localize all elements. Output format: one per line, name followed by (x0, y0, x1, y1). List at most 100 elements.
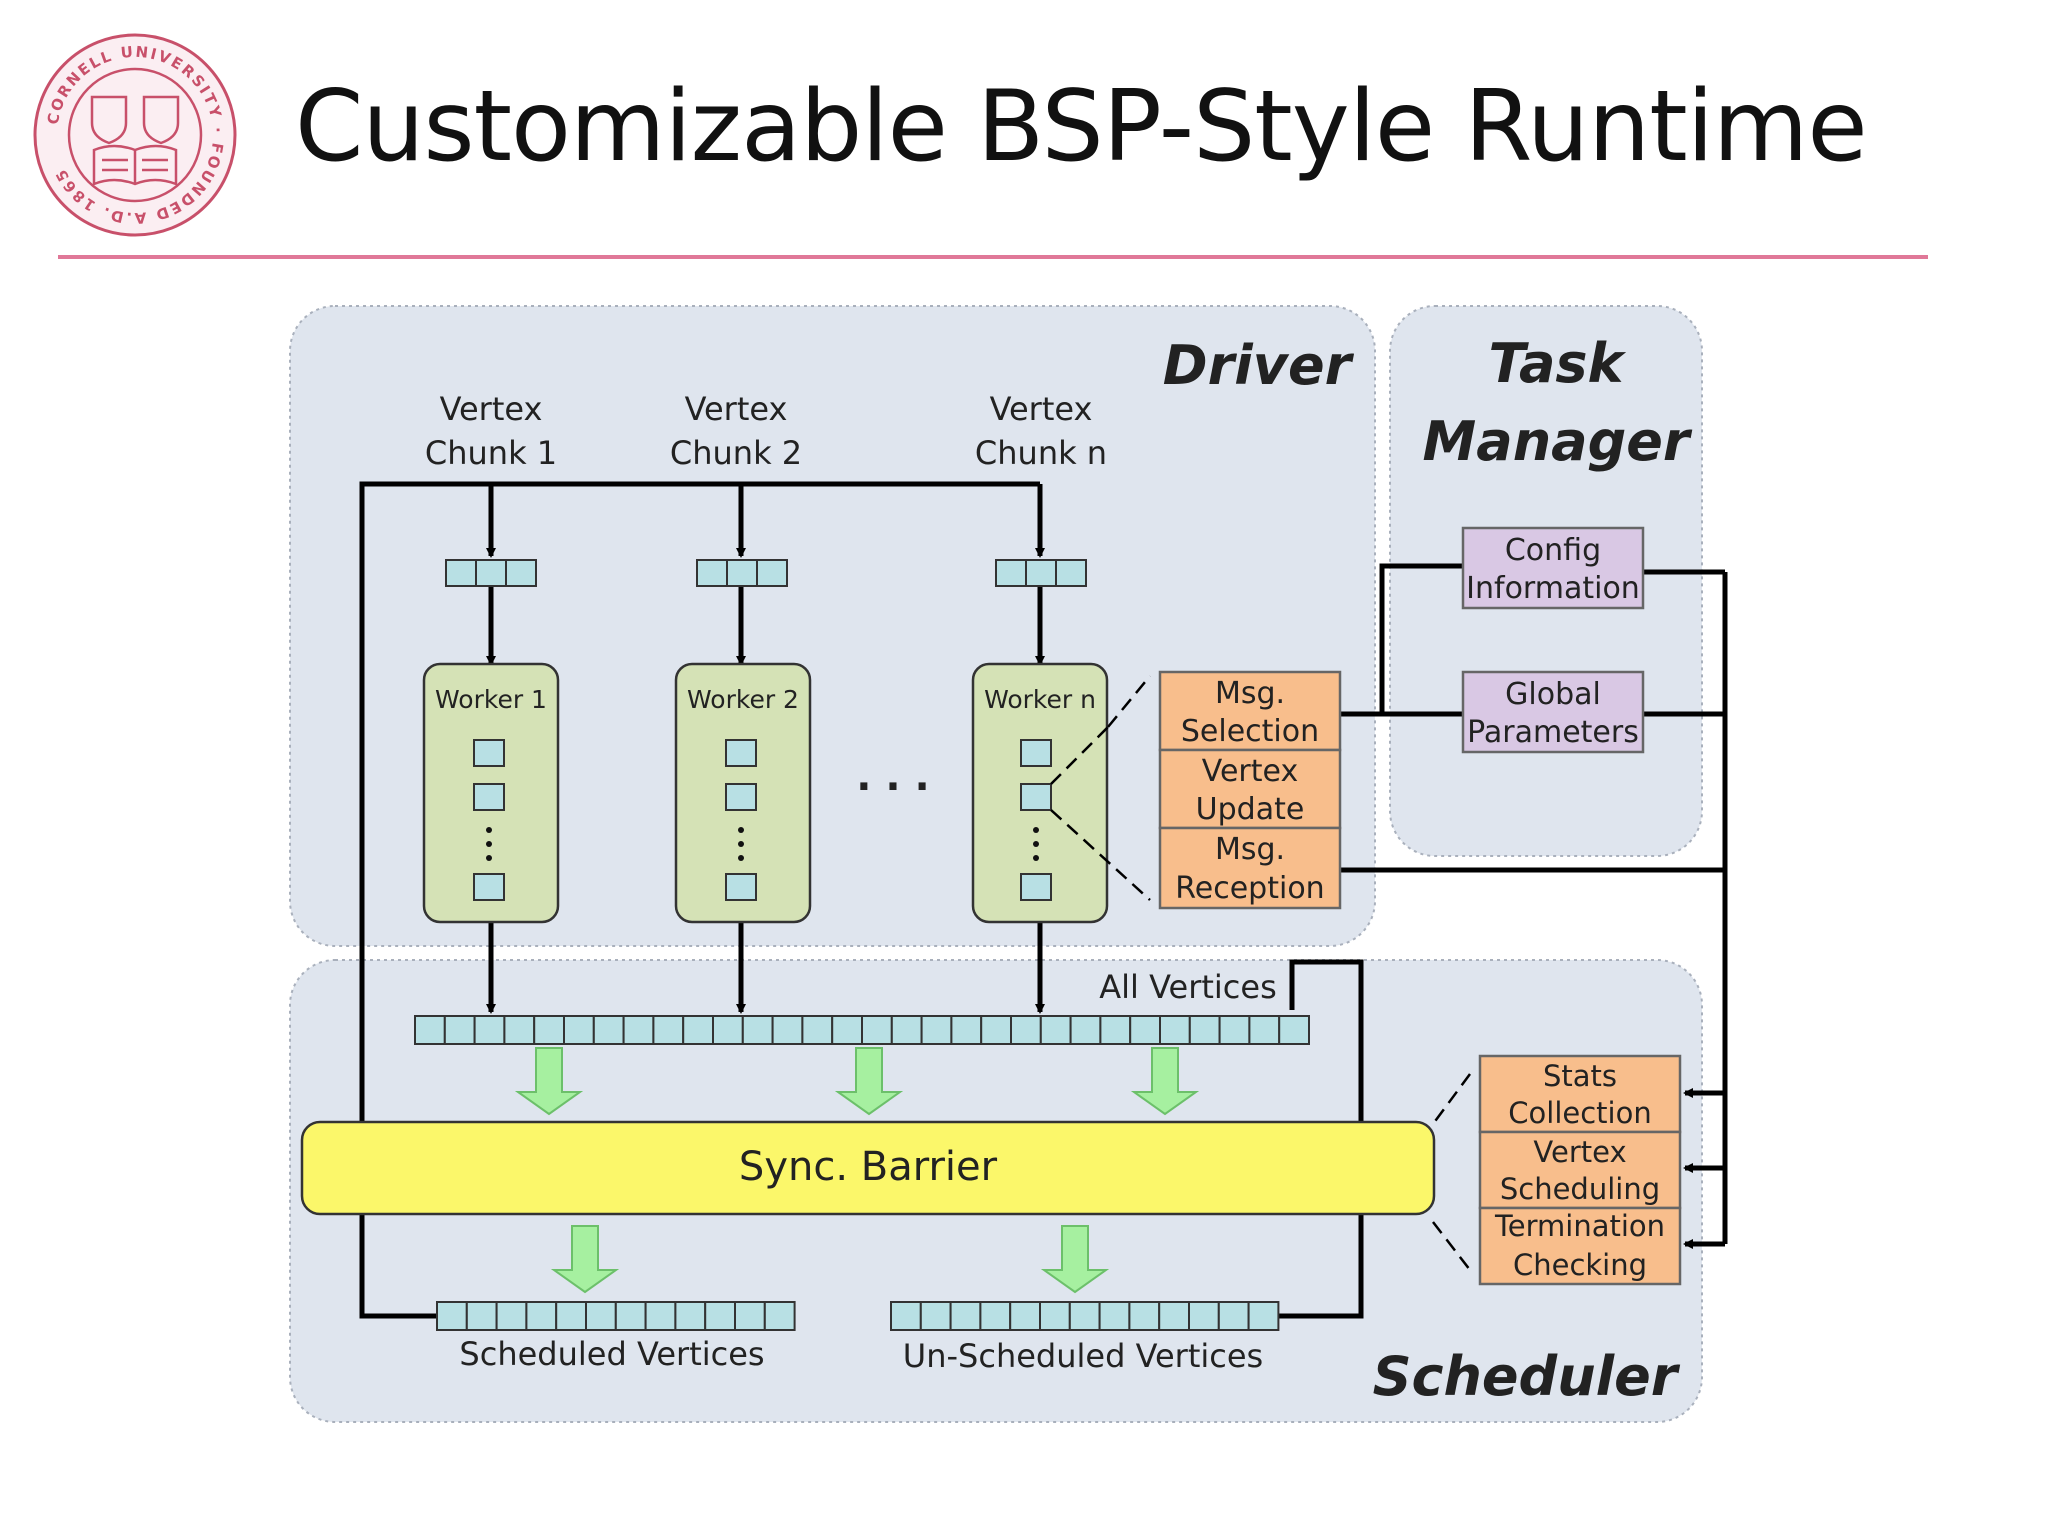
global-parameters-line2: Parameters (1467, 715, 1639, 750)
worker-1-vertex-cell (473, 739, 505, 767)
all-vertices-cell (533, 1015, 566, 1045)
msg-reception-box (1158, 826, 1342, 910)
all-vertices-cell (741, 1015, 774, 1045)
feedback-line-scheduled (359, 481, 1040, 1319)
unscheduled-vertex-cell (919, 1301, 952, 1331)
all-vertices-cell (1278, 1015, 1310, 1045)
all-vertices-cell (682, 1015, 715, 1045)
scheduled-vertex-cell (734, 1301, 766, 1331)
all-vertices-cell (652, 1015, 685, 1045)
chunk-n-label-line2: Chunk n (975, 434, 1107, 472)
msg-selection-line1: Msg. (1215, 676, 1285, 711)
worker-2-vertex-cell (725, 739, 757, 767)
task-manager-label-line1: Task (1489, 332, 1627, 395)
zoom-line (1107, 675, 1151, 728)
unscheduled-vertex-cell (1098, 1301, 1131, 1331)
all-vertices-cell (831, 1015, 864, 1045)
chunk-2-label-line1: Vertex (685, 390, 788, 428)
worker-2-vertex-cell (725, 873, 757, 901)
config-information-line1: Config (1505, 533, 1601, 568)
green-down-arrow (1040, 1225, 1110, 1294)
scheduled-vertex-cell (674, 1301, 707, 1331)
zoom-line (1050, 809, 1151, 901)
all-vertices-cell (503, 1015, 536, 1045)
title-divider (58, 255, 1928, 259)
green-down-arrow (550, 1225, 620, 1294)
unscheduled-vertex-cell (1188, 1301, 1220, 1331)
worker-n: Worker n (971, 662, 1109, 924)
zoom-line (1050, 726, 1109, 785)
all-vertices-cell (1218, 1015, 1251, 1045)
unscheduled-vertex-cell (890, 1301, 922, 1331)
vertex-update-line1: Vertex (1202, 754, 1298, 789)
scheduler-functions: Stats Collection Vertex Scheduling Termi… (1478, 1054, 1682, 1286)
termination-checking-line1: Termination (1494, 1209, 1665, 1243)
all-vertices-cell (473, 1015, 506, 1045)
msg-selection-line2: Selection (1181, 714, 1319, 749)
unscheduled-vertex-cell (1128, 1301, 1161, 1331)
vertex-update-box (1158, 748, 1342, 830)
worker-1: Worker 1 (422, 662, 560, 924)
worker-n-label: Worker n (984, 685, 1096, 714)
all-vertices-cell (890, 1015, 923, 1045)
scheduled-vertex-cell (436, 1301, 468, 1331)
chunk-2-queue-cell (696, 559, 728, 587)
all-vertices-cell (801, 1015, 834, 1045)
all-vertices-cell (563, 1015, 595, 1045)
worker-1-vertex-cell (473, 783, 505, 811)
termination-checking-box (1478, 1206, 1682, 1286)
all-vertices-cell (592, 1015, 625, 1045)
zoom-line (1431, 1073, 1472, 1125)
cornell-seal-logo: CORNELL UNIVERSITY · FOUNDED A.D. 1865 (33, 33, 237, 237)
scheduled-vertex-cell (614, 1301, 647, 1331)
chunk-1-label-line1: Vertex (440, 390, 543, 428)
worker-1-vertex-cell (473, 873, 505, 901)
unscheduled-vertex-cell (1158, 1301, 1190, 1331)
worker-n-vertex-cell (1020, 873, 1052, 901)
config-information-box (1461, 526, 1645, 610)
global-parameters-line1: Global (1505, 677, 1601, 712)
chunk-1-queue-cell (445, 559, 477, 587)
all-vertices-queue (414, 1015, 1310, 1045)
feedback-line-unscheduled (1277, 959, 1364, 1319)
all-vertices-cell (443, 1015, 476, 1045)
sync-barrier-label: Sync. Barrier (739, 1144, 998, 1190)
green-down-arrow (834, 1047, 904, 1116)
chunk-n-queue-cell (995, 559, 1027, 587)
chunk-n-queue-cell (1055, 559, 1087, 587)
worker-n-vertex-cell (1020, 783, 1052, 811)
vertex-scheduling-line1: Vertex (1533, 1135, 1626, 1169)
zoom-line (1432, 1221, 1471, 1271)
scheduled-vertex-cell (644, 1301, 677, 1331)
vertex-scheduling-line2: Scheduling (1500, 1172, 1660, 1206)
scheduled-vertex-cell (555, 1301, 588, 1331)
chunk-n-label-line1: Vertex (990, 390, 1093, 428)
msg-reception-line2: Reception (1175, 871, 1324, 906)
worker-2: Worker 2 (674, 662, 812, 924)
green-down-arrow (514, 1047, 584, 1116)
scheduler-label: Scheduler (1373, 1345, 1681, 1408)
task-manager-label-line2: Manager (1423, 410, 1693, 473)
unscheduled-vertex-cell (979, 1301, 1012, 1331)
chunk-2-queue-cell (726, 559, 758, 587)
all-vertices-cell (1099, 1015, 1132, 1045)
all-vertices-cell (1248, 1015, 1281, 1045)
all-vertices-cell (1010, 1015, 1042, 1045)
scheduled-vertex-cell (495, 1301, 528, 1331)
all-vertices-cell (712, 1015, 744, 1045)
all-vertices-cell (622, 1015, 655, 1045)
scheduled-vertex-cell (525, 1301, 558, 1331)
chunk-1-queue-cell (475, 559, 507, 587)
msg-selection-box (1158, 670, 1342, 752)
all-vertices-cell (950, 1015, 983, 1045)
unscheduled-vertex-cell (1009, 1301, 1042, 1331)
worker-functions: Msg. Selection Vertex Update Msg. Recept… (1158, 670, 1342, 910)
chunk-2-label-line2: Chunk 2 (670, 434, 802, 472)
config-information-line2: Information (1466, 571, 1640, 606)
stats-collection-line1: Stats (1543, 1059, 1617, 1093)
scheduled-vertex-cell (704, 1301, 737, 1331)
chunk-1-label-line2: Chunk 1 (425, 434, 557, 472)
stats-collection-line2: Collection (1508, 1096, 1651, 1130)
unscheduled-vertex-cell (949, 1301, 982, 1331)
